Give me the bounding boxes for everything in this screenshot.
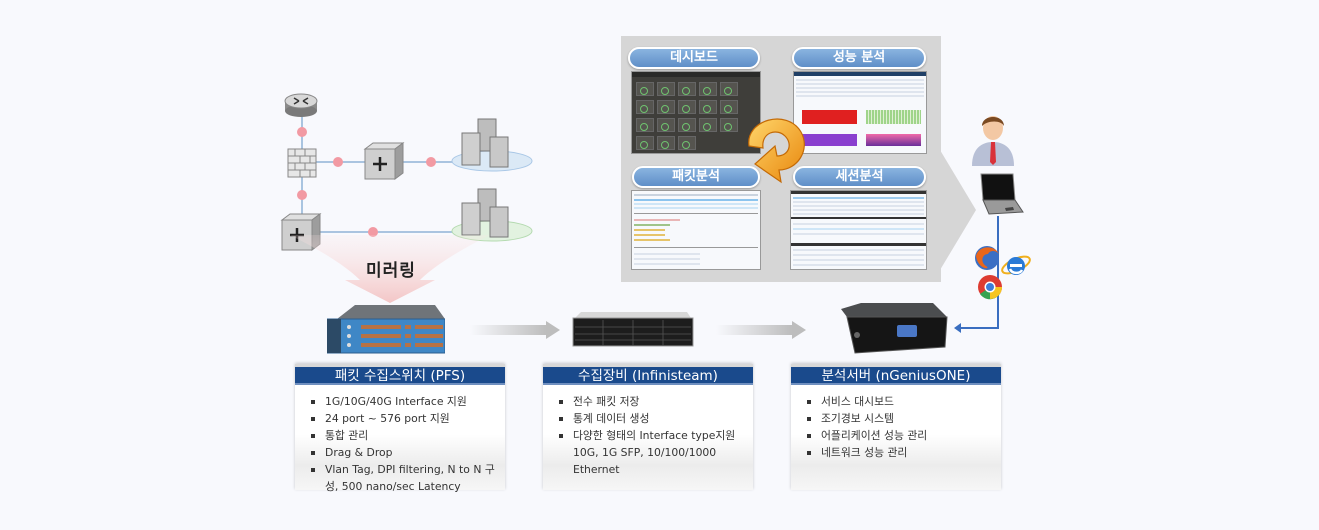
- infinistream-info-box: 수집장비 (Infinisteam) 전수 패킷 저장 통계 데이터 생성 다양…: [543, 364, 753, 490]
- infinistream-info-title: 수집장비 (Infinisteam): [543, 367, 753, 385]
- flow-arrow-head: [546, 321, 560, 339]
- dashboard-label: 데시보드: [628, 47, 760, 69]
- performance-label: 성능 분석: [792, 47, 926, 69]
- router-icon: [284, 93, 318, 117]
- tap-point: [333, 157, 343, 167]
- tap-points: [297, 127, 436, 237]
- flow-arrow-head: [792, 321, 806, 339]
- flow-arrow-shaft: [716, 325, 792, 335]
- infinistream-feature-list: 전수 패킷 저장 통계 데이터 생성 다양한 형태의 Interface typ…: [543, 385, 753, 484]
- ngeniusone-info-box: 분석서버 (nGeniusONE) 서비스 대시보드 조기경보 시스템 어플리케…: [791, 364, 1001, 490]
- user-icon: [972, 116, 1014, 166]
- feature-item: Drag & Drop: [303, 444, 497, 461]
- feature-item: 서비스 대시보드: [799, 393, 993, 410]
- ngeniusone-feature-list: 서비스 대시보드 조기경보 시스템 어플리케이션 성능 관리 네트워크 성능 관…: [791, 385, 1001, 467]
- server-cluster-icon: [451, 188, 533, 242]
- mirroring-label: 미러링: [366, 261, 416, 281]
- internet-explorer-icon: [1001, 255, 1031, 275]
- feature-item: 다양한 형태의 Interface type지원 10G, 1G SFP, 10…: [551, 427, 745, 478]
- server-cluster-icon: [451, 118, 533, 172]
- ngeniusone-info-title: 분석서버 (nGeniusONE): [791, 367, 1001, 385]
- pfs-feature-list: 1G/10G/40G Interface 지원 24 port ~ 576 po…: [295, 385, 505, 501]
- packet-label: 패킷분석: [632, 166, 760, 188]
- tap-point: [297, 190, 307, 200]
- tap-point: [426, 157, 436, 167]
- session-analysis-screenshot: [790, 190, 927, 270]
- feature-item: Vlan Tag, DPI filtering, N to N 구성, 500 …: [303, 461, 497, 495]
- client-link-line: [997, 216, 999, 328]
- cycle-arrow-icon: [748, 118, 805, 184]
- tap-point: [297, 127, 307, 137]
- feature-item: 어플리케이션 성능 관리: [799, 427, 993, 444]
- client-link-arrowhead: [954, 323, 961, 333]
- switch-icon: [363, 142, 405, 180]
- flow-arrow: [716, 321, 806, 339]
- tap-point: [368, 227, 378, 237]
- firewall-icon: [287, 148, 317, 178]
- feature-item: 24 port ~ 576 port 지원: [303, 410, 497, 427]
- feature-item: 네트워크 성능 관리: [799, 444, 993, 461]
- analysis-server-device: [841, 303, 948, 354]
- performance-screenshot: [793, 71, 927, 154]
- feature-item: 1G/10G/40G Interface 지원: [303, 393, 497, 410]
- feature-item: 통합 관리: [303, 427, 497, 444]
- feature-item: 조기경보 시스템: [799, 410, 993, 427]
- pfs-info-box: 패킷 수집스위치 (PFS) 1G/10G/40G Interface 지원 2…: [295, 364, 505, 493]
- session-label: 세션분석: [793, 166, 926, 188]
- flow-arrow-shaft: [470, 325, 546, 335]
- packet-switch-device: [327, 305, 445, 354]
- feature-item: 전수 패킷 저장: [551, 393, 745, 410]
- dashboard-screenshot: [631, 71, 761, 154]
- capture-appliance-device: [572, 312, 694, 347]
- feature-item: 통계 데이터 생성: [551, 410, 745, 427]
- panel-pointer: [940, 150, 976, 270]
- firefox-icon: [975, 246, 999, 270]
- laptop-icon: [980, 173, 1024, 215]
- mirroring-arrow: [290, 235, 490, 303]
- chrome-icon: [978, 275, 1002, 300]
- client-link-line: [958, 327, 999, 329]
- packet-analysis-screenshot: [631, 190, 761, 270]
- flow-arrow: [470, 321, 560, 339]
- pfs-info-title: 패킷 수집스위치 (PFS): [295, 367, 505, 385]
- network-topology: [280, 93, 533, 251]
